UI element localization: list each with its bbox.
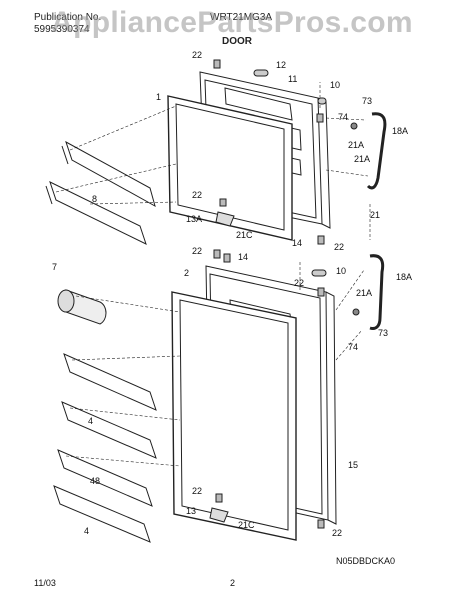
callout-74: 74: [348, 342, 358, 352]
freezer-handle-18a: [366, 112, 387, 190]
freezer-small-parts: [213, 59, 358, 245]
fresh-food-hinge-13: [209, 507, 229, 523]
freezer-leader-lines: [55, 82, 371, 240]
callout-22: 22: [334, 242, 344, 252]
callout-21a: 21A: [356, 288, 372, 298]
fresh-food-leader-lines: [65, 262, 365, 467]
callout-8: 8: [92, 194, 97, 204]
callout-4: 4: [88, 416, 93, 426]
callout-22: 22: [192, 50, 202, 60]
callout-22: 22: [192, 246, 202, 256]
callout-12: 12: [276, 60, 286, 70]
callout-18a: 18A: [392, 126, 408, 136]
freezer-door-gasket: [167, 95, 293, 241]
callout-48: 48: [90, 476, 100, 486]
callout-4: 4: [84, 526, 89, 536]
callout-21c: 21C: [238, 520, 255, 530]
callout-13a: 13A: [186, 214, 202, 224]
freezer-shelf-bar-8-lower: [45, 181, 147, 245]
drawing-code: N05DBDCKA0: [336, 556, 396, 566]
callout-22: 22: [332, 528, 342, 538]
shelf-bar-4-lower: [53, 485, 151, 543]
publication-number: 5995390374: [34, 24, 90, 35]
callout-10: 10: [336, 266, 346, 276]
callout-13: 13: [186, 506, 196, 516]
callout-21c: 21C: [236, 230, 253, 240]
callout-2: 2: [184, 268, 189, 278]
freezer-hinge-13a: [215, 211, 235, 227]
model-number: WRT21MG3A: [210, 12, 273, 23]
callout-11: 11: [288, 74, 297, 84]
callout-10: 10: [330, 80, 340, 90]
fresh-food-small-parts: [213, 249, 360, 529]
callout-1: 1: [156, 92, 161, 102]
callout-73: 73: [378, 328, 388, 338]
callout-21a: 21A: [348, 140, 364, 150]
shelf-bar-4-middle: [61, 401, 157, 459]
callout-22: 22: [294, 278, 304, 288]
callout-74: 74: [338, 112, 348, 122]
callout-14: 14: [238, 252, 248, 262]
fresh-food-door-gasket: [171, 291, 297, 541]
callout-21: 21: [370, 210, 380, 220]
callout-22: 22: [192, 486, 202, 496]
shelf-bar-4-upper: [63, 353, 157, 411]
page-number: 2: [230, 578, 236, 588]
callout-73: 73: [362, 96, 372, 106]
callout-21a: 21A: [354, 154, 370, 164]
callout-22: 22: [192, 190, 202, 200]
publication-label: Publication No.: [34, 12, 102, 23]
callout-14: 14: [292, 238, 302, 248]
shelf-bar-48: [57, 449, 153, 507]
callout-15: 15: [348, 460, 358, 470]
callout-18a: 18A: [396, 272, 412, 282]
fresh-food-handle-18a: [369, 254, 385, 330]
footer-date: 11/03: [34, 578, 56, 588]
section-title: DOOR: [222, 36, 252, 47]
freezer-shelf-bar-8-upper: [61, 140, 156, 208]
dairy-bin-7: [57, 289, 107, 325]
callout-7: 7: [52, 262, 57, 272]
